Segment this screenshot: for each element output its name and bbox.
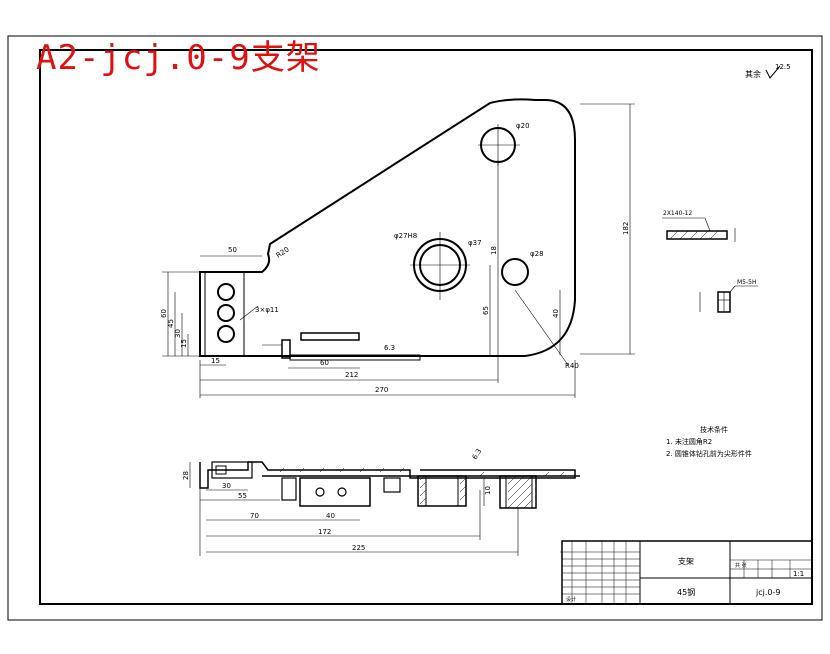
dim-s225: 225 (352, 544, 365, 552)
title-block-text: 支架 45钢 jcj.0-9 1:1 设计 共 张 (566, 556, 804, 603)
drawing-no: jcj.0-9 (755, 588, 780, 597)
dim-s28: 28 (182, 471, 190, 480)
dim-r20: R20 (275, 245, 291, 259)
dim-18: 18 (490, 246, 498, 255)
notes-item-1: 1. 未注圆角R2 (666, 437, 712, 446)
detail2-label: M5-5H (737, 279, 757, 286)
part-name: 支架 (678, 556, 694, 566)
dim-40: 40 (552, 309, 560, 318)
roughness-value: 12.5 (775, 63, 791, 71)
dim-182: 182 (622, 222, 630, 235)
technical-notes: 技术条件 1. 未注圆角R2 2. 圆锥体钻孔前为尖形件件 (666, 425, 752, 458)
detail1-label: 2X140-12 (663, 210, 692, 217)
side-outline (199, 461, 576, 489)
dim-s40: 40 (326, 512, 335, 520)
dim-phi27: φ27H8 (394, 232, 417, 240)
rough-mid: 6.3 (471, 447, 483, 461)
detail-view-2: M5-5H (699, 279, 758, 313)
sheet-label: 共 张 (735, 562, 747, 569)
dim-15: 15 (211, 357, 220, 365)
side-dimension-lines (189, 462, 519, 556)
dim-212: 212 (345, 371, 358, 379)
roughness-note: 其余 (745, 69, 761, 79)
dim-270: 270 (375, 386, 388, 394)
title-block (560, 540, 813, 605)
dim-v45: 45 (167, 319, 175, 328)
scale: 1:1 (793, 570, 804, 578)
notes-title: 技术条件 (700, 425, 728, 434)
drawing-title: A2-jcj.0-9支架 (36, 38, 321, 78)
side-hatching (279, 467, 565, 509)
outer-border (7, 35, 823, 621)
rough-small: 6.3 (384, 344, 395, 352)
dim-r40: R40 (565, 362, 579, 370)
dim-60: 60 (320, 359, 329, 367)
front-view (199, 98, 576, 366)
hole-note: 3×φ11 (255, 306, 279, 314)
detail-view-1: 2X140-12 (662, 210, 736, 242)
dim-s55: 55 (238, 492, 247, 500)
dim-v60: 60 (160, 309, 168, 318)
dim-phi20: φ20 (516, 122, 530, 130)
dim-phi37: φ37 (468, 239, 482, 247)
front-dimension-lines (162, 103, 635, 398)
dim-50: 50 (228, 246, 237, 254)
dim-s70: 70 (250, 512, 259, 520)
side-view (199, 461, 580, 509)
dim-v15: 15 (180, 339, 188, 348)
part-outline (199, 98, 576, 357)
roughness-symbol: 其余 12.5 (745, 63, 791, 79)
dim-v30: 30 (174, 329, 182, 338)
side-dimension-text: 30 55 70 40 172 225 28 10 6.3 (182, 447, 492, 552)
dim-s30: 30 (222, 482, 231, 490)
dim-phi28: φ28 (530, 250, 544, 258)
drawing-frame (39, 49, 813, 605)
revision-label: 设计 (566, 596, 576, 603)
dim-s172: 172 (318, 528, 331, 536)
notes-item-2: 2. 圆锥体钻孔前为尖形件件 (666, 449, 752, 458)
material: 45钢 (677, 587, 695, 597)
dim-s10: 10 (484, 486, 492, 495)
dim-65: 65 (482, 306, 490, 315)
